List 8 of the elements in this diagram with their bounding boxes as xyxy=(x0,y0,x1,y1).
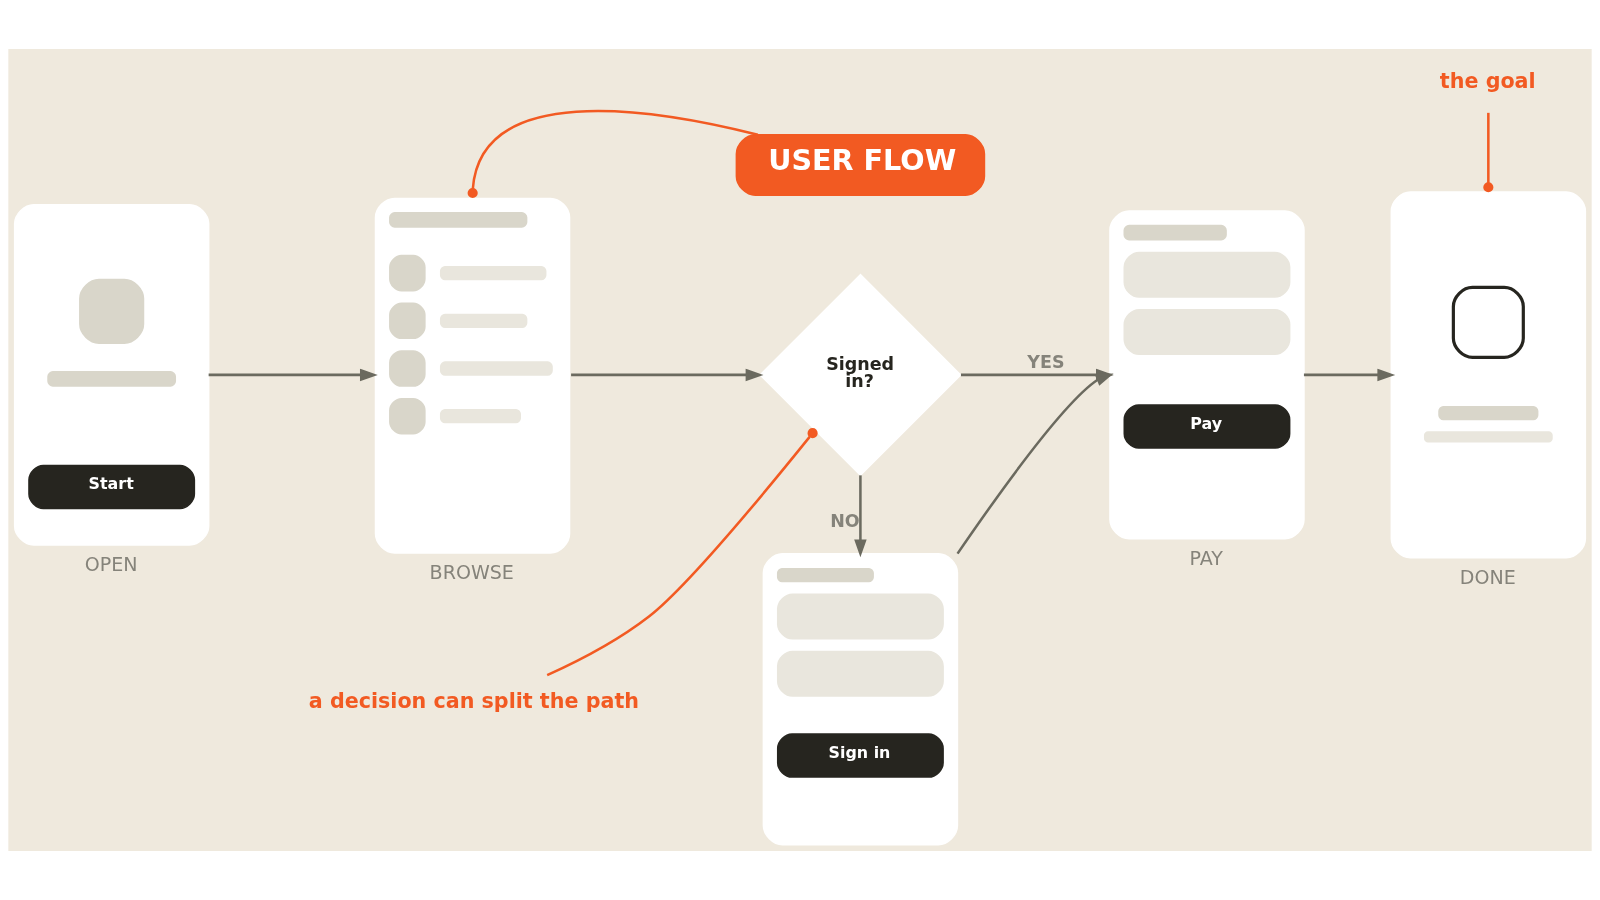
node-label: OPEN xyxy=(84,553,138,576)
node-label: DONE xyxy=(1459,566,1516,589)
edge-label: NO xyxy=(830,510,860,531)
node-label: BROWSE xyxy=(429,561,514,584)
edge-label: YES xyxy=(1027,352,1065,373)
node-text: a decision can split the path xyxy=(308,688,639,713)
node-label: PAY xyxy=(1189,547,1223,570)
node-text: the goal xyxy=(1439,68,1536,93)
